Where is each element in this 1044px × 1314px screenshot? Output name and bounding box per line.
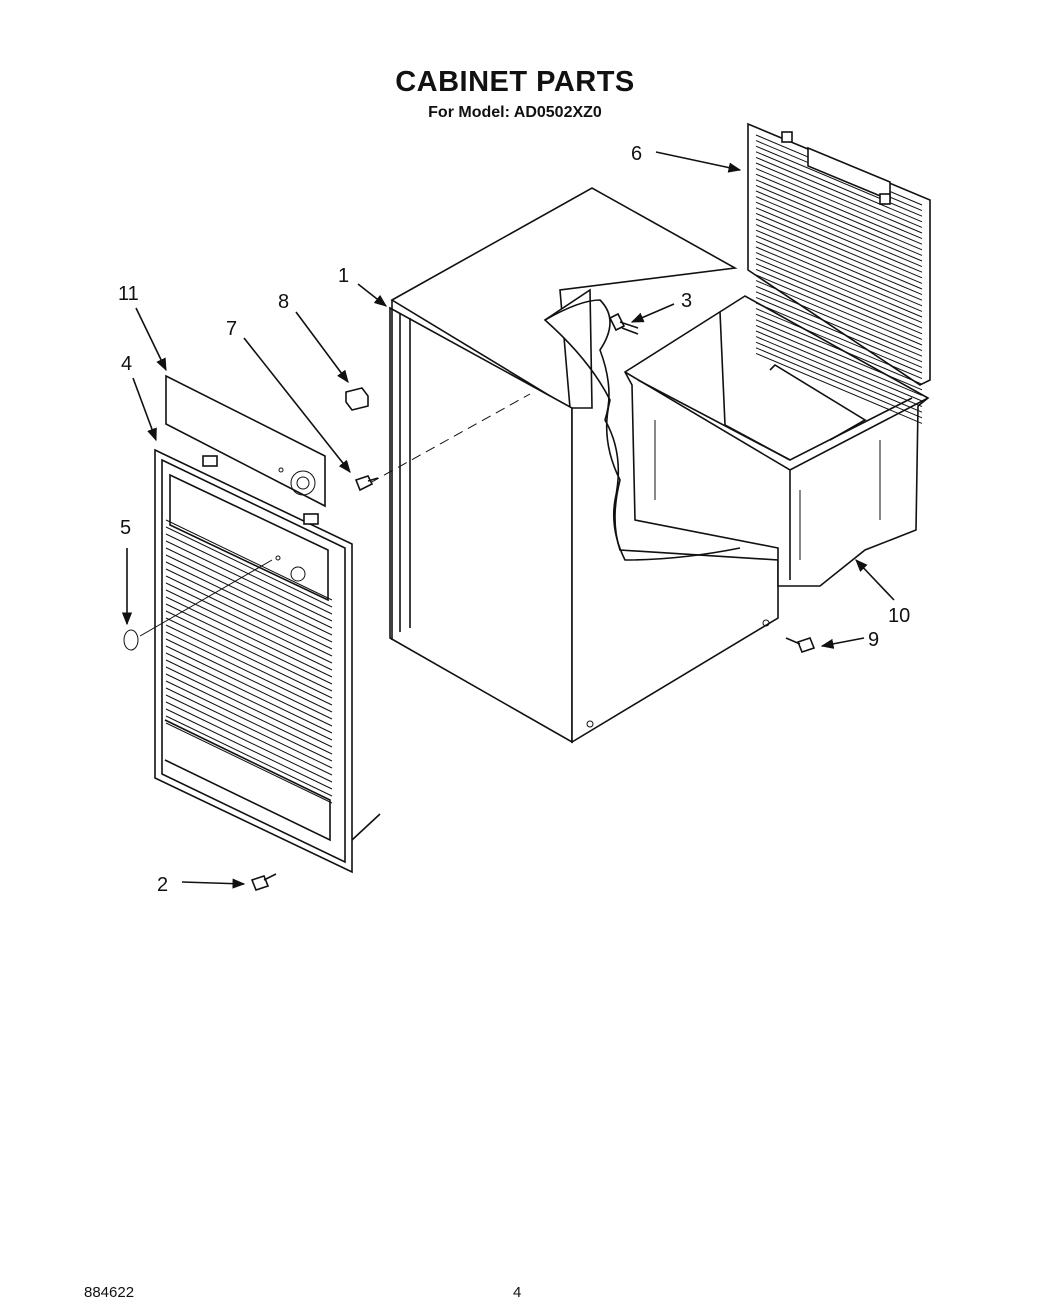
slat-line (755, 324, 923, 396)
slat-line (755, 151, 923, 223)
slat-line (165, 603, 333, 685)
slat-line (755, 352, 923, 424)
slat-line (755, 263, 923, 335)
slat-line (755, 285, 923, 357)
bolt-3 (608, 312, 639, 335)
slat-line (165, 673, 333, 755)
slat-line (165, 701, 333, 783)
callout-1: 1 (338, 265, 349, 287)
slat-line (755, 319, 923, 391)
slat-line (165, 582, 333, 664)
slat-line (165, 547, 333, 629)
slat-line (165, 568, 333, 650)
slat-line (755, 229, 923, 301)
slat-line (755, 280, 923, 352)
slat-line (755, 168, 923, 240)
page-title: CABINET PARTS (395, 66, 635, 98)
slat-line (755, 257, 923, 329)
slat-line (165, 575, 333, 657)
callout-7: 7 (226, 318, 237, 340)
slat-line (165, 638, 333, 720)
slat-line (755, 212, 923, 284)
slat-line (165, 652, 333, 734)
slat-line (165, 680, 333, 762)
slat-line (165, 610, 333, 692)
top-grille-lid (747, 122, 931, 424)
control-decal (165, 374, 326, 508)
callout-6: 6 (631, 143, 642, 165)
slat-line (755, 246, 923, 318)
slat-line (755, 190, 923, 262)
slat-line (755, 341, 923, 413)
slat-line (165, 533, 333, 615)
leader-lines (121, 151, 895, 889)
slat-line (755, 347, 923, 419)
slat-line (755, 302, 923, 374)
slat-line (755, 313, 923, 385)
callout-9: 9 (868, 629, 879, 651)
screw-9 (785, 637, 816, 653)
slat-line (755, 330, 923, 402)
slat-line (165, 694, 333, 776)
plug-5 (123, 629, 139, 651)
slat-line (755, 268, 923, 340)
slat-line (165, 659, 333, 741)
slat-line (755, 308, 923, 380)
slat-line (755, 179, 923, 251)
slat-line (165, 540, 333, 622)
slat-line (755, 224, 923, 296)
callout-5: 5 (120, 517, 131, 539)
slat-line (755, 218, 923, 290)
slat-line (165, 708, 333, 790)
screw-2 (250, 873, 277, 891)
callout-3: 3 (681, 290, 692, 312)
slat-line (165, 715, 333, 797)
slat-line (165, 617, 333, 699)
screw-7 (354, 475, 379, 492)
slat-line (165, 561, 333, 643)
slat-line (165, 687, 333, 769)
slat-line (755, 235, 923, 307)
water-bucket (623, 295, 930, 587)
slat-line (165, 645, 333, 727)
slat-line (165, 519, 333, 601)
document-code: 884622 (84, 1284, 135, 1301)
slat-line (165, 526, 333, 608)
slat-line (165, 666, 333, 748)
callout-2: 2 (157, 874, 168, 896)
slat-line (755, 156, 923, 228)
slat-line (165, 554, 333, 636)
cabinet-shell (369, 187, 779, 744)
callout-10: 10 (888, 605, 910, 627)
slat-line (755, 207, 923, 279)
slat-line (755, 145, 923, 217)
page-number: 4 (513, 1284, 522, 1301)
callout-8: 8 (278, 291, 289, 313)
knob-part (345, 387, 369, 411)
callout-11: 11 (118, 283, 139, 305)
slat-line (755, 196, 923, 268)
model-subtitle: For Model: AD0502XZ0 (428, 104, 602, 121)
slat-line (755, 336, 923, 408)
slat-line (165, 596, 333, 678)
slat-line (755, 291, 923, 363)
slat-line (755, 240, 923, 312)
slat-line (165, 631, 333, 713)
front-grille-panel (154, 448, 381, 874)
slat-line (755, 274, 923, 346)
slat-line (755, 296, 923, 368)
slat-line (165, 722, 333, 804)
slat-line (165, 624, 333, 706)
slat-line (755, 173, 923, 245)
callout-4: 4 (121, 353, 132, 375)
slat-line (755, 162, 923, 234)
slat-line (165, 589, 333, 671)
slat-line (755, 252, 923, 324)
slat-line (755, 201, 923, 273)
slat-line (755, 184, 923, 256)
